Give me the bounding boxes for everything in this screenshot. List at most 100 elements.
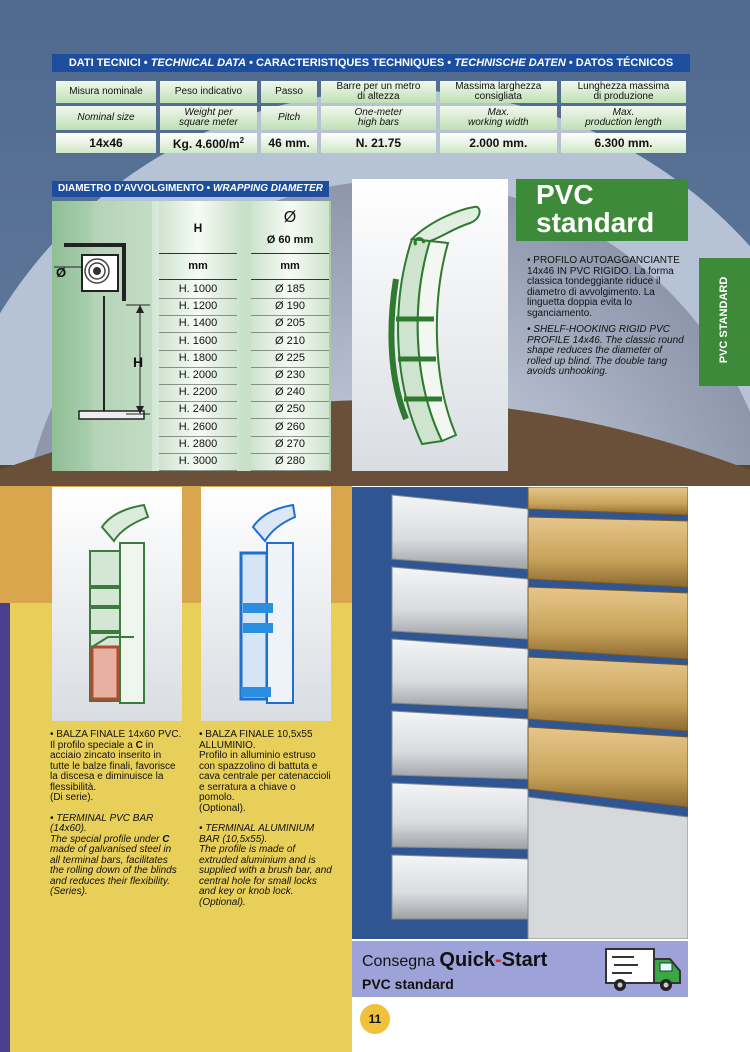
height-value: H. 1000 bbox=[178, 283, 218, 295]
row-divider bbox=[159, 401, 237, 403]
pvc-bar-en-text: The special profile under bbox=[50, 833, 163, 845]
pvc-bar-it-text2: in acciaio zincato inserito in tutte le … bbox=[50, 739, 176, 793]
row-divider bbox=[159, 435, 237, 437]
product-description: • PROFILO AUTOAGGANCIANTE 14x46 IN PVC R… bbox=[527, 255, 689, 384]
value-nominal-size: 14x46 bbox=[56, 133, 156, 153]
diameter-value: Ø 205 bbox=[275, 317, 305, 330]
product-description-en: • SHELF-HOOKING RIGID PVC PROFILE 14x46.… bbox=[527, 324, 684, 377]
pvc-bar-en-c: C bbox=[162, 833, 170, 845]
banner-title: Consegna Quick-Start bbox=[362, 949, 547, 972]
diameter-value: Ø 240 bbox=[275, 386, 305, 399]
row-divider bbox=[251, 435, 329, 437]
technical-data-table: Misura nominale Peso indicativo Passo Ba… bbox=[52, 78, 690, 156]
pvc-bar-en-text2: made of galvanised steel in all terminal… bbox=[50, 844, 177, 887]
label-pitch-en: Pitch bbox=[260, 106, 318, 130]
diameter-value: Ø 225 bbox=[275, 351, 305, 364]
diameter-unit: mm bbox=[280, 260, 300, 272]
product-description-it: • PROFILO AUTOAGGANCIANTE 14x46 IN PVC R… bbox=[527, 255, 680, 319]
product-title-line2: standard bbox=[536, 207, 655, 238]
diameter-value: Ø 210 bbox=[275, 334, 305, 347]
row-divider bbox=[251, 349, 329, 351]
row-divider bbox=[251, 332, 329, 334]
row-divider bbox=[159, 384, 237, 385]
diameter-symbol: Ø bbox=[283, 209, 297, 226]
alu-bar-en-title: • TERMINAL ALUMINIUM BAR (10,5x55). bbox=[199, 823, 315, 845]
height-value: H. 1400 bbox=[178, 317, 218, 330]
banner-quick: Quick bbox=[439, 949, 495, 971]
product-title: PVC standard bbox=[516, 179, 688, 241]
height-value: H. 2000 bbox=[178, 369, 218, 381]
row-values: 14x46 Kg. 4.600/m2 46 mm. N. 21.75 2.000… bbox=[56, 133, 686, 153]
row-divider bbox=[159, 366, 237, 368]
diameter-value: Ø 190 bbox=[275, 300, 305, 313]
divider bbox=[159, 253, 237, 254]
divider bbox=[251, 279, 329, 280]
row-divider bbox=[159, 470, 237, 471]
row-divider bbox=[251, 366, 329, 368]
banner-consegna: Consegna bbox=[362, 953, 435, 970]
diameter-header: Ø 60 mm bbox=[266, 234, 314, 246]
height-value: H. 1800 bbox=[178, 351, 218, 364]
label-nominal-size-en: Nominal size bbox=[56, 106, 156, 130]
height-header: H bbox=[193, 221, 203, 235]
terminal-aluminium-bar-image bbox=[201, 487, 331, 721]
diameter-value: Ø 260 bbox=[275, 420, 305, 433]
pvc-bar-en-series: (Series). bbox=[50, 886, 88, 897]
row-divider bbox=[251, 298, 329, 299]
shutter-slats-drawing bbox=[352, 486, 689, 940]
label-nominal-size-it: Misura nominale bbox=[56, 81, 156, 103]
alu-bar-en-text: The profile is made of extruded aluminiu… bbox=[199, 844, 332, 897]
alu-bar-it-title: • BALZA FINALE 10,5x55 ALLUMINIO. bbox=[199, 729, 313, 751]
height-value: H. 2800 bbox=[178, 437, 218, 450]
value-pitch: 46 mm. bbox=[260, 133, 318, 153]
height-value: H. 1200 bbox=[178, 300, 218, 313]
label-max-width-en: Max.working width bbox=[439, 106, 557, 130]
diameter-value: Ø 185 bbox=[275, 283, 305, 295]
terminal-pvc-bar-drawing bbox=[89, 503, 150, 704]
banner-subtitle: PVC standard bbox=[362, 976, 454, 992]
value-weight: Kg. 4.600/m2 bbox=[159, 133, 257, 153]
banner-start: Start bbox=[501, 949, 548, 971]
wrapping-diameter-box: Ø H H mm H. 1000 H. 1200 H. 1400 H. 1600 H. … bbox=[52, 201, 331, 471]
row-divider bbox=[251, 401, 329, 403]
row-divider bbox=[159, 418, 237, 420]
profile-image bbox=[352, 179, 508, 471]
diagram-height-label: H bbox=[133, 354, 143, 370]
height-unit: mm bbox=[188, 260, 208, 272]
row-divider bbox=[159, 452, 237, 454]
side-tab-label: PVC STANDARD bbox=[718, 276, 730, 364]
row-divider bbox=[251, 315, 329, 317]
pvc-bar-en-title: • TERMINAL PVC BAR (14x60). bbox=[50, 812, 154, 834]
diameter-value: Ø 230 bbox=[275, 369, 305, 381]
row-divider bbox=[159, 349, 237, 351]
terminal-aluminium-bar-description: • BALZA FINALE 10,5x55 ALLUMINIO. Profil… bbox=[199, 729, 333, 914]
gold-slats bbox=[527, 486, 689, 808]
diameter-value: Ø 270 bbox=[275, 437, 305, 450]
label-weight-it: Peso indicativo bbox=[159, 81, 257, 103]
diagram-diameter-label: Ø bbox=[56, 265, 66, 280]
label-max-length-en: Max.production length bbox=[560, 106, 686, 130]
value-max-length: 6.300 mm. bbox=[560, 133, 686, 153]
banner-dash: - bbox=[494, 949, 502, 971]
divider bbox=[251, 253, 329, 254]
row-divider bbox=[251, 452, 329, 454]
row-divider bbox=[251, 418, 329, 420]
product-title-line1: PVC bbox=[536, 179, 594, 210]
height-value: H. 1600 bbox=[178, 334, 218, 347]
terminal-pvc-bar-image bbox=[52, 487, 182, 721]
row-divider bbox=[159, 315, 237, 317]
white-slats bbox=[391, 494, 529, 920]
alu-bar-it-text: Profilo in alluminio estruso con spazzol… bbox=[199, 750, 331, 803]
alu-bar-en-optional: (Optional). bbox=[199, 896, 246, 908]
row-divider bbox=[159, 332, 237, 334]
shutter-photo bbox=[352, 486, 689, 940]
height-value: H. 2400 bbox=[178, 403, 218, 416]
side-tab-pvc-standard: PVC STANDARD bbox=[699, 258, 750, 386]
height-value: H. 2600 bbox=[178, 420, 218, 433]
roller-diagram: Ø H bbox=[54, 201, 152, 471]
height-column: H mm H. 1000 H. 1200 H. 1400 H. 1600 H. 1800… bbox=[159, 201, 237, 471]
